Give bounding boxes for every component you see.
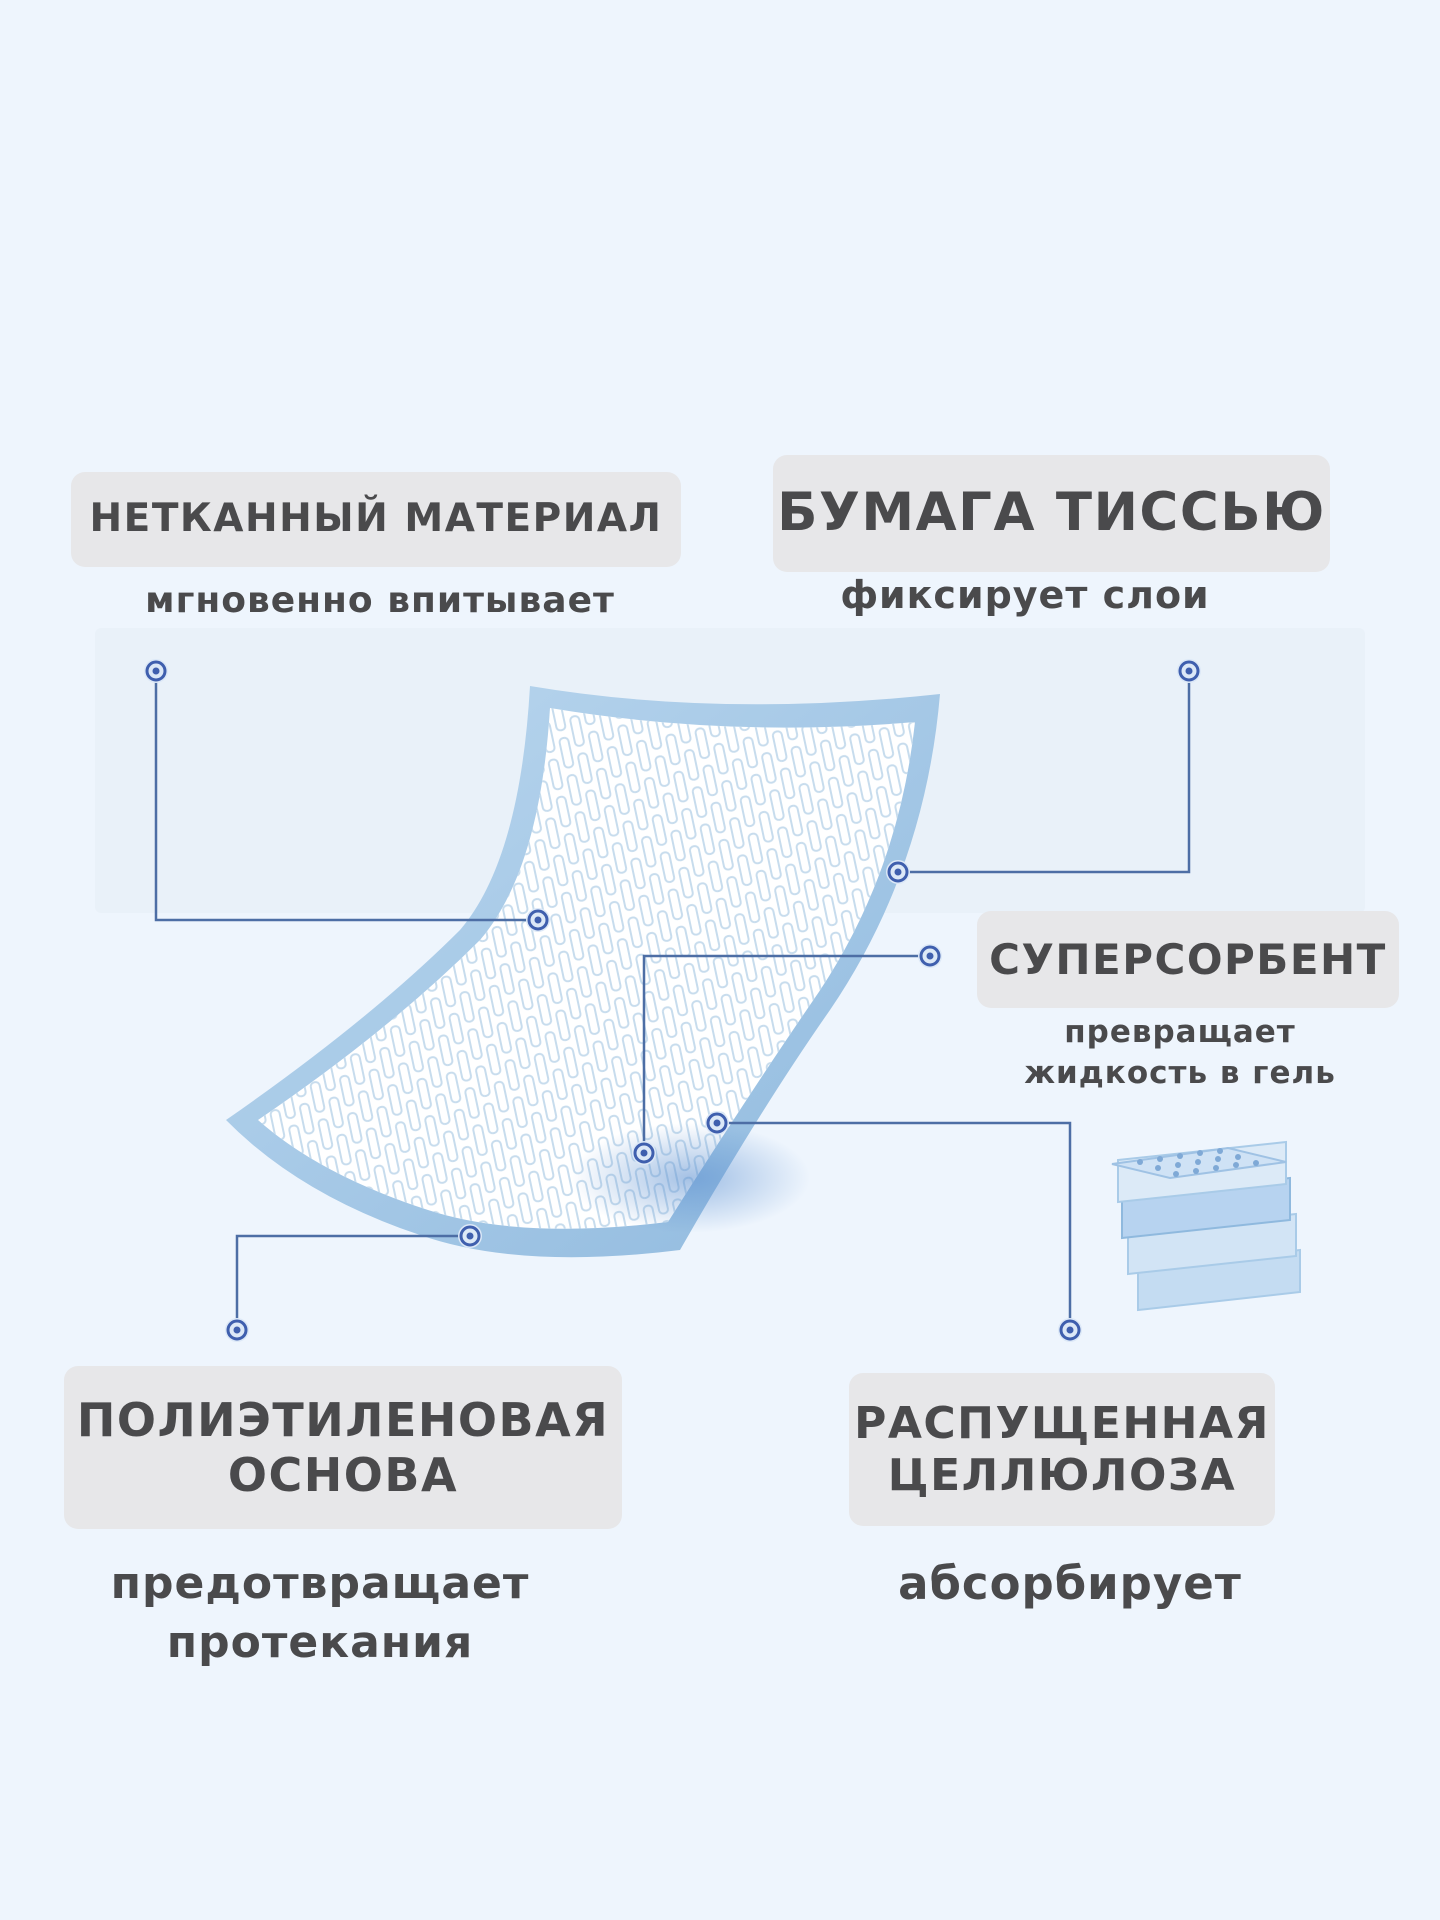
label-superabsorbent: СУПЕРСОРБЕНТ xyxy=(977,911,1399,1008)
target-marker-icon xyxy=(144,659,168,683)
label-polyethylene-base: ПОЛИЭТИЛЕНОВАЯ ОСНОВА xyxy=(64,1366,622,1529)
label-title: СУПЕРСОРБЕНТ xyxy=(989,934,1387,984)
label-title: РАСПУЩЕННАЯ ЦЕЛЛЮЛОЗА xyxy=(854,1397,1270,1501)
layers-stack-icon xyxy=(1111,1140,1301,1312)
label-tissue-paper: БУМАГА ТИССЬЮ xyxy=(773,455,1330,572)
desc-tissue-paper: фиксирует слои xyxy=(840,573,1210,617)
target-marker-icon xyxy=(458,1224,482,1248)
label-fluff-cellulose: РАСПУЩЕННАЯ ЦЕЛЛЮЛОЗА xyxy=(849,1373,1275,1526)
desc-superabsorbent: превращает жидкость в гель xyxy=(1024,1014,1336,1091)
target-marker-icon xyxy=(225,1318,249,1342)
target-marker-icon xyxy=(526,908,550,932)
target-marker-icon xyxy=(705,1111,729,1135)
target-markers xyxy=(144,659,1201,1342)
leader-lines xyxy=(154,671,1191,1330)
label-title: ПОЛИЭТИЛЕНОВАЯ ОСНОВА xyxy=(76,1393,610,1502)
target-marker-icon xyxy=(886,860,910,884)
label-title: НЕТКАННЫЙ МАТЕРИАЛ xyxy=(89,496,663,542)
desc-polyethylene-base: предотвращает протекания xyxy=(110,1558,530,1668)
label-nonwoven-material: НЕТКАННЫЙ МАТЕРИАЛ xyxy=(71,472,681,567)
target-marker-icon xyxy=(1058,1318,1082,1342)
label-title: БУМАГА ТИССЬЮ xyxy=(777,482,1326,544)
desc-nonwoven-material: мгновенно впитывает xyxy=(145,580,615,621)
target-marker-icon xyxy=(918,944,942,968)
desc-fluff-cellulose: абсорбирует xyxy=(898,1557,1242,1610)
absorbent-pad xyxy=(226,686,940,1258)
target-marker-icon xyxy=(1177,659,1201,683)
target-marker-icon xyxy=(632,1141,656,1165)
